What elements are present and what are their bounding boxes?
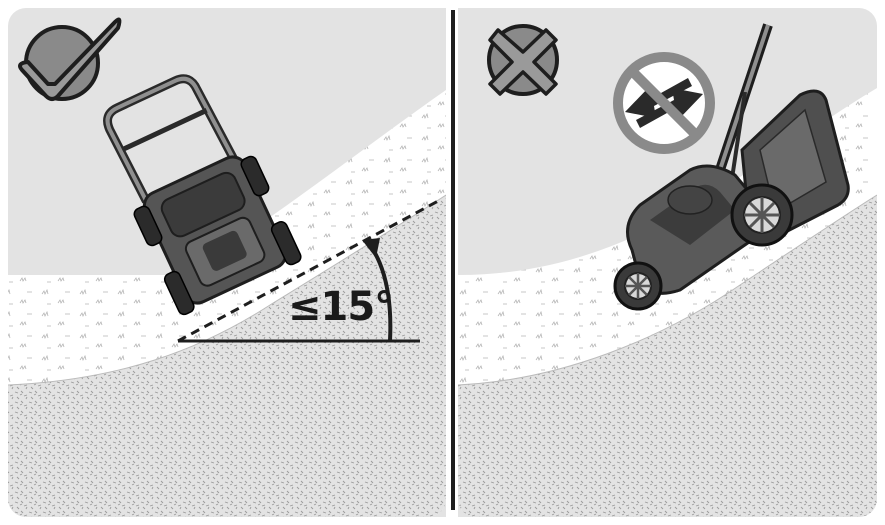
checkmark-icon [20,20,119,99]
angle-label: ≤15° [288,284,393,330]
cross-icon [489,26,557,94]
panel-divider [451,10,455,510]
no-back-and-forth-icon [618,57,710,149]
